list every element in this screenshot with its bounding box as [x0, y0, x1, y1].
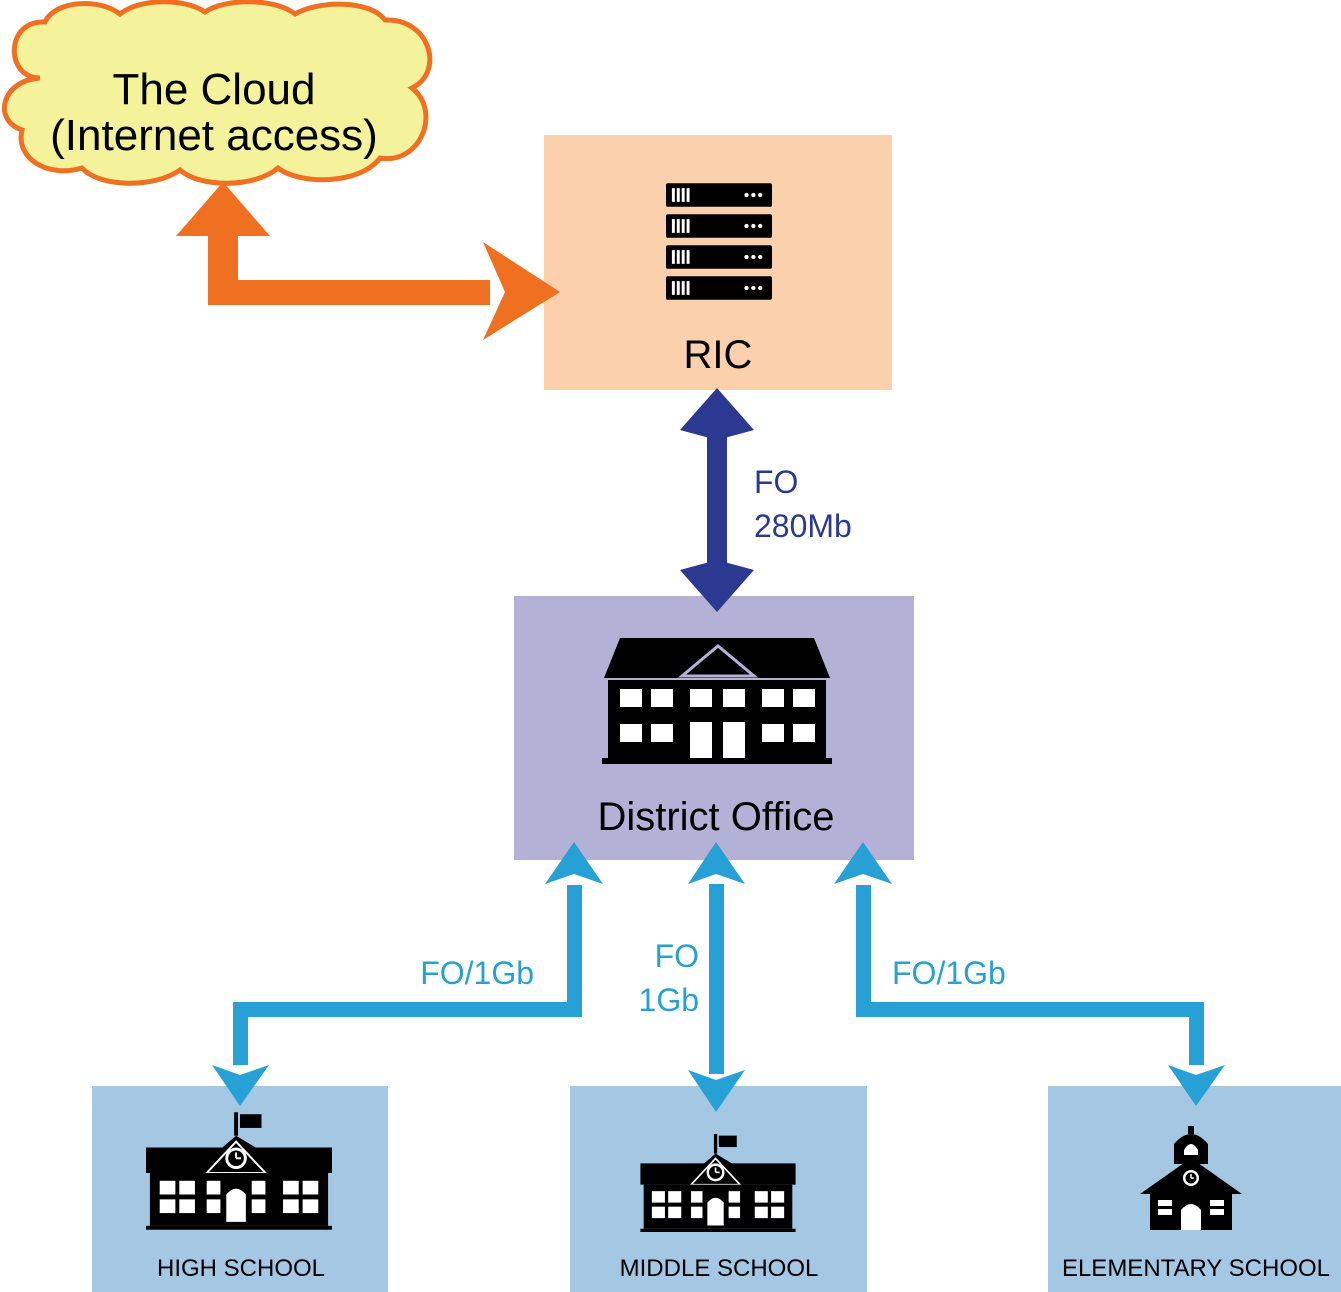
district-elementary-arrow	[834, 842, 1225, 1106]
middle-school-label: MIDDLE SCHOOL	[620, 1255, 819, 1282]
ric-district-link-line1: FO	[754, 464, 798, 500]
elementary-school-icon	[1140, 1126, 1242, 1230]
cloud-title: The Cloud	[112, 65, 315, 114]
district-middle-arrow	[688, 842, 745, 1112]
middle-link-line1: FO	[655, 938, 699, 974]
ric-district-link-line2: 280Mb	[754, 508, 852, 544]
high-link-label: FO/1Gb	[420, 955, 534, 991]
high-school-label: HIGH SCHOOL	[157, 1255, 325, 1282]
district-office-label: District Office	[597, 795, 834, 839]
cloud-icon	[2, 0, 433, 186]
elementary-link-label: FO/1Gb	[892, 955, 1006, 991]
elementary-school-label: ELEMENTARY SCHOOL	[1062, 1255, 1330, 1282]
district-building-icon	[602, 638, 832, 764]
cloud-ric-arrow	[176, 182, 560, 340]
ric-district-arrow	[680, 388, 754, 612]
cloud-subtitle: (Internet access)	[50, 111, 378, 160]
ric-label: RIC	[684, 333, 753, 377]
district-high-arrow	[212, 842, 603, 1106]
middle-link-line2: 1Gb	[639, 982, 699, 1018]
